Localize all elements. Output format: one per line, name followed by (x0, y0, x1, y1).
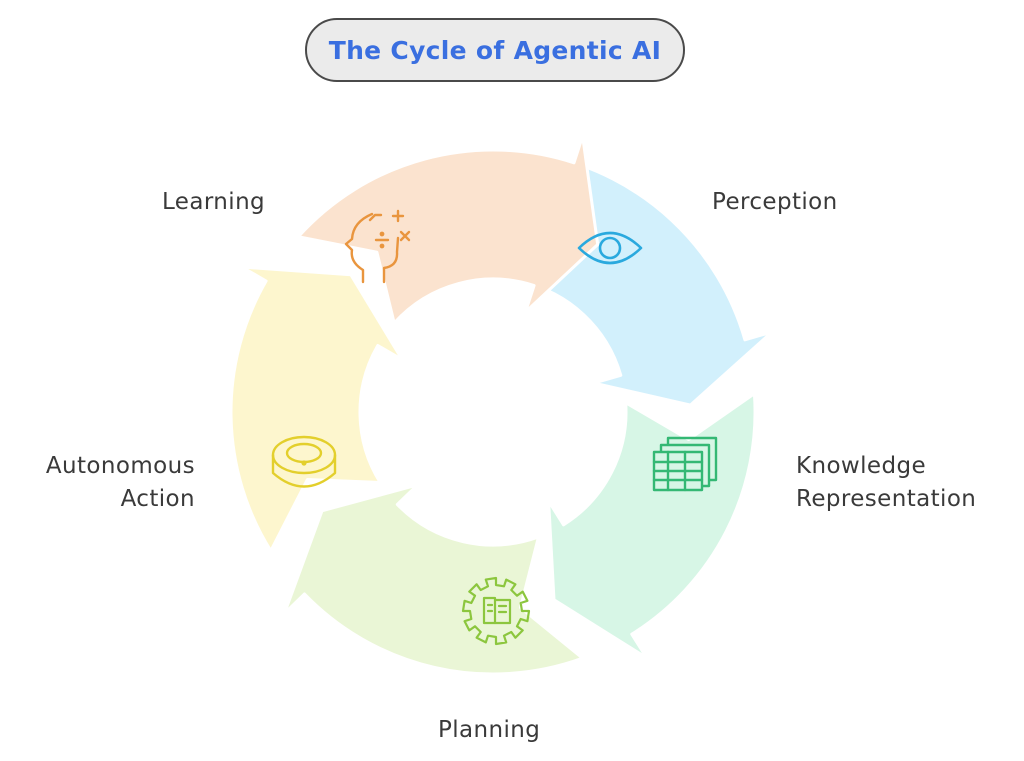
arrow-segment-knowledge (547, 392, 757, 660)
stage-label-perception: Perception (712, 189, 838, 215)
stage-label-knowledge-representation: Knowledge Representation (796, 453, 977, 512)
gear-document-icon (461, 576, 531, 646)
robot-vacuum-icon (271, 435, 337, 488)
stage-label-planning: Planning (438, 717, 541, 743)
stage-label-learning: Learning (162, 189, 266, 215)
arrow-segment-action (229, 265, 404, 553)
diagram-title: The Cycle of Agentic AI (328, 35, 662, 65)
brain-math-icon (344, 209, 411, 284)
title-pill: The Cycle of Agentic AI (305, 18, 685, 82)
arrow-segment-learning (296, 134, 600, 325)
arrow-segment-planning (282, 483, 585, 676)
eye-icon (577, 231, 643, 265)
stage-label-autonomous-action: Autonomous Action (45, 453, 195, 512)
spreadsheet-stack-icon (652, 436, 718, 492)
